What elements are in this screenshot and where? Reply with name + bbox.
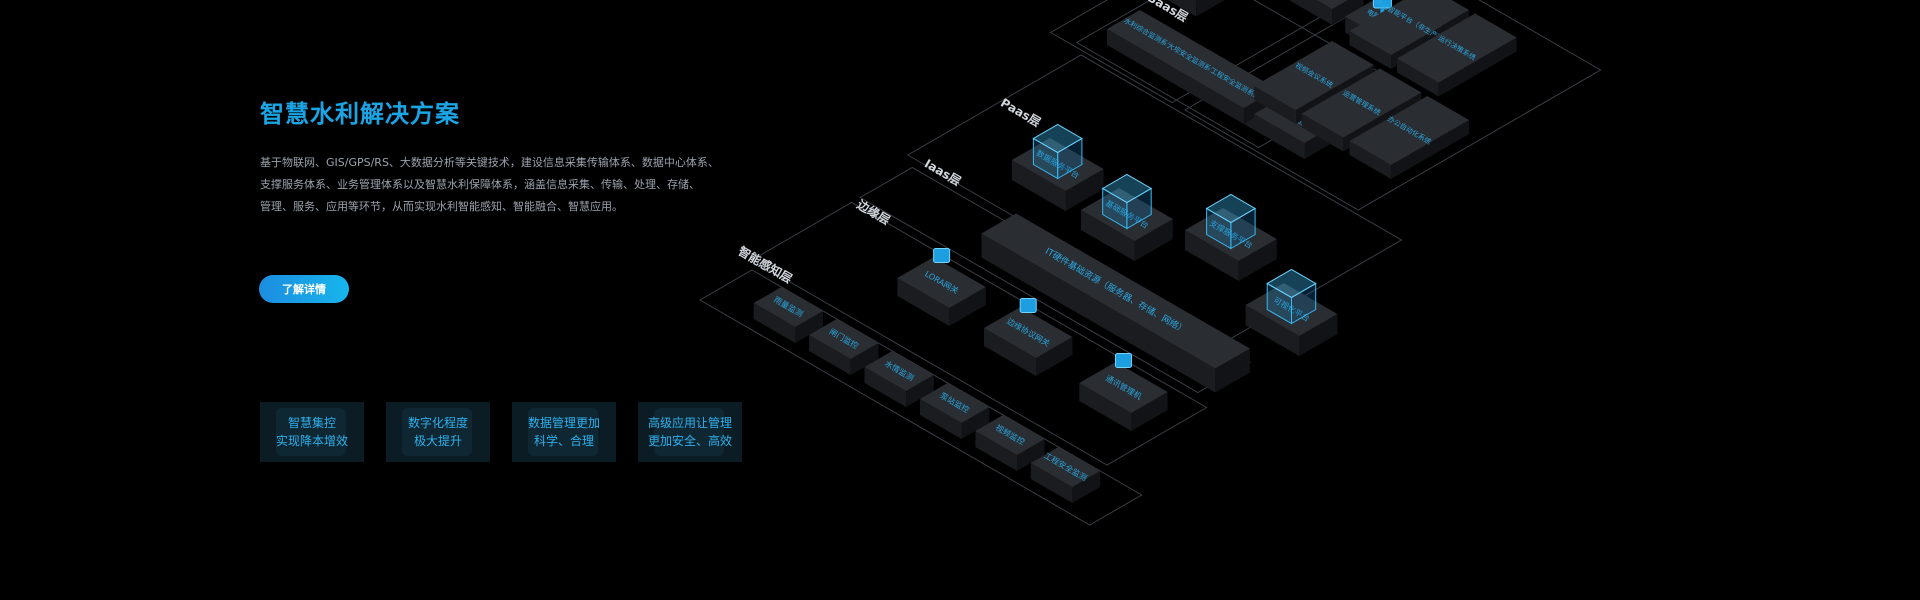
block-saas-right-top-0-face-left xyxy=(1288,0,1333,25)
block-sensing-4-face-right xyxy=(1017,439,1045,471)
block-saas-left-5-face-left xyxy=(1254,114,1305,159)
feature-card-digitalization: 数字化程度 极大提升 xyxy=(386,402,490,462)
watermark-icon xyxy=(276,408,346,456)
block-edge-1-face-left xyxy=(984,328,1036,376)
block-paas-1-face-left xyxy=(1081,210,1135,261)
block-sensing-4-face-left xyxy=(975,431,1017,471)
learn-more-button[interactable]: 了解详情 xyxy=(259,275,349,303)
cube-icon-2 xyxy=(1205,193,1257,224)
page-title: 智慧水利解决方案 xyxy=(260,100,460,128)
block-sensing-2-face-right xyxy=(906,375,934,407)
watermark-icon xyxy=(528,408,598,456)
block-paas-0-face-left xyxy=(1011,160,1066,211)
edge-device-icon-1 xyxy=(1019,298,1037,313)
layer-title-iaas: Iaas层 xyxy=(922,157,963,189)
watermark-icon xyxy=(654,408,724,456)
platform-saas xyxy=(1049,0,1351,104)
block-saas-left-4-face-left xyxy=(1193,79,1244,124)
cube-icon-3 xyxy=(1266,268,1317,299)
layer-title-sensing: 智能感知层 xyxy=(735,243,795,286)
block-saas-left-2-face-left xyxy=(1150,54,1201,99)
block-edge-0 xyxy=(897,257,986,308)
layer-title-paas: Paas层 xyxy=(998,96,1043,130)
block-sensing-5-face-left xyxy=(1030,463,1073,503)
feature-card-advanced-apps: 高级应用让管理 更加安全、高效 xyxy=(638,402,742,462)
block-paas-2-face-left xyxy=(1185,230,1239,281)
block-edge-0-face-right xyxy=(949,287,986,326)
block-sensing-0-face-left xyxy=(753,303,796,343)
block-sensing-5 xyxy=(1030,447,1101,487)
block-paas-1-face-right xyxy=(1134,219,1173,261)
block-edge-0-face-left xyxy=(897,278,950,326)
block-paas-3-face-right xyxy=(1299,314,1338,356)
block-saas-right-2 xyxy=(1301,68,1422,138)
feature-title: 高级应用让管理 xyxy=(647,416,732,430)
block-sensing-2-face-left xyxy=(864,367,907,407)
block-saas-right-0-face-left xyxy=(1254,86,1296,124)
description-line: 支撑服务体系、业务管理体系以及智慧水利保障体系，涵盖信息采集、传输、处理、存储、 xyxy=(260,178,700,191)
feature-title: 智慧集控 xyxy=(287,416,336,430)
watermark-icon xyxy=(402,408,472,456)
block-saas-right-top-0 xyxy=(1316,0,1348,9)
block-sensing-0-face-right xyxy=(795,311,823,343)
block-sensing-4 xyxy=(975,415,1045,455)
block-sensing-0 xyxy=(753,287,823,327)
feature-subtitle: 极大提升 xyxy=(413,434,462,448)
block-sensing-3 xyxy=(920,383,990,423)
block-saas-right-4 xyxy=(1349,96,1469,165)
edge-device-icon-2 xyxy=(1114,353,1132,368)
block-sensing-1 xyxy=(809,319,879,359)
block-sensing-1-face-right xyxy=(850,343,879,375)
block-saas-left-0-face-left xyxy=(1107,29,1158,74)
feature-card-data-management: 数据管理更加 科学、合理 xyxy=(512,402,616,462)
platform-sensing xyxy=(698,269,1143,526)
block-saas-top-face-right xyxy=(1196,0,1225,17)
feature-subtitle: 更加安全、高效 xyxy=(647,434,732,448)
block-sensing-1-face-left xyxy=(809,335,851,375)
block-saas-right-2-face-left xyxy=(1301,113,1344,152)
layer-title-edge: 边缘层 xyxy=(853,196,893,227)
block-iaas-face-right xyxy=(1215,348,1250,393)
block-saas-right-top-0-face-right xyxy=(1332,0,1364,25)
block-paas-0-face-right xyxy=(1065,169,1104,211)
cube-icon-0 xyxy=(1032,123,1083,154)
cube-icon-1 xyxy=(1101,173,1153,204)
block-sensing-5-face-right xyxy=(1072,471,1101,503)
block-paas-2-face-right xyxy=(1238,239,1277,281)
block-saas-right-1-face-left xyxy=(1349,31,1392,69)
block-edge-1-face-right xyxy=(1036,337,1073,376)
edge-device-icon-0 xyxy=(933,248,951,263)
block-sensing-3-face-left xyxy=(920,399,962,439)
block-paas-3-face-left xyxy=(1245,305,1300,356)
block-saas-top xyxy=(1195,0,1198,1)
block-iaas xyxy=(981,213,1250,369)
block-saas-right-4-face-right xyxy=(1391,120,1469,179)
hero-description: 基于物联网、GIS/GPS/RS、大数据分析等关键技术，建设信息采集传输体系、数… xyxy=(260,152,770,218)
block-saas-right-3-face-left xyxy=(1397,58,1439,97)
block-saas-top-face-left xyxy=(1167,0,1197,17)
block-saas-right-0 xyxy=(1254,41,1374,110)
feature-card-smart-control: 智慧集控 实现降本增效 xyxy=(260,402,364,462)
feature-title: 数据管理更加 xyxy=(527,416,600,430)
platform-edge xyxy=(751,201,1208,466)
block-sensing-3-face-right xyxy=(961,407,990,439)
client-icon-1-stand xyxy=(1380,8,1385,13)
description-line: 基于物联网、GIS/GPS/RS、大数据分析等关键技术，建设信息采集传输体系、数… xyxy=(260,156,719,169)
feature-subtitle: 科学、合理 xyxy=(533,434,594,448)
block-edge-1 xyxy=(984,307,1073,358)
block-saas-right-4-face-left xyxy=(1349,141,1392,179)
feature-subtitle: 实现降本增效 xyxy=(275,434,348,448)
block-saas-right-1 xyxy=(1349,0,1469,55)
block-sensing-2 xyxy=(864,351,934,391)
block-saas-right-3 xyxy=(1397,13,1517,83)
block-saas-right-3-face-right xyxy=(1438,37,1517,97)
feature-title: 数字化程度 xyxy=(407,416,468,430)
block-iaas-face-left xyxy=(981,233,1216,393)
block-edge-2-face-left xyxy=(1079,383,1132,431)
description-line: 管理、服务、应用等环节，从而实现水利智能感知、智能融合、智慧应用。 xyxy=(260,200,623,213)
block-edge-2 xyxy=(1079,362,1168,413)
block-edge-2-face-right xyxy=(1131,392,1168,431)
